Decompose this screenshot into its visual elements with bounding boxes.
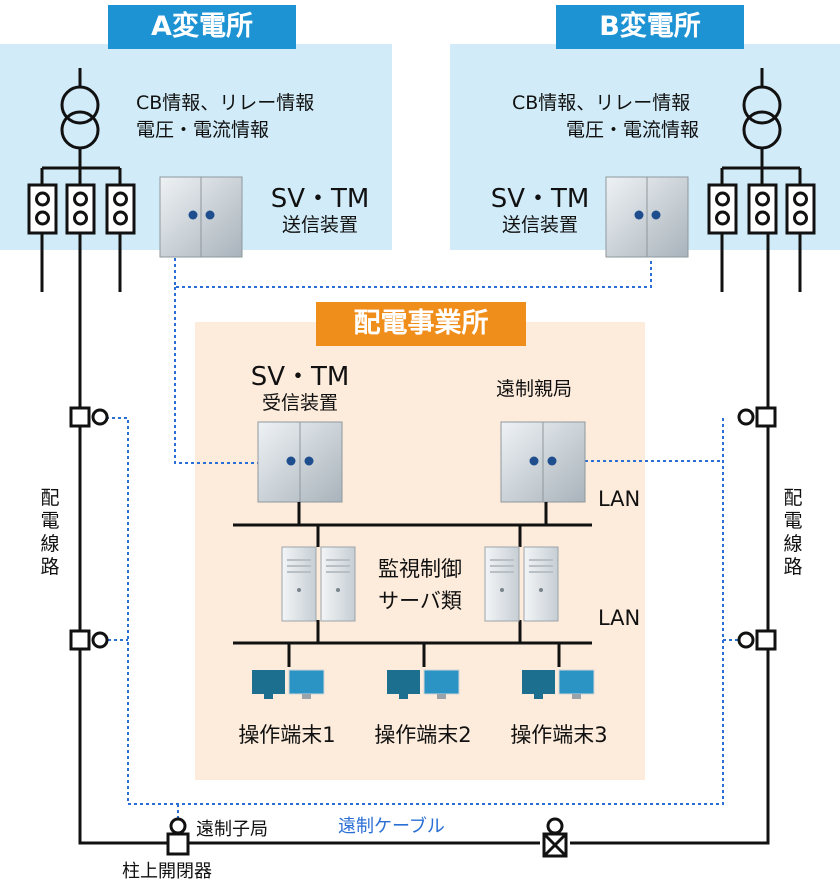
remote-slave-label: 遠制子局	[196, 819, 268, 840]
relay-icon	[27, 183, 136, 235]
server-icon	[281, 546, 356, 622]
monitor-icon	[387, 669, 460, 699]
distribution-line-left-label: 配電線路	[40, 487, 60, 578]
substation-a-info-line1: CB情報、リレー情報	[136, 92, 315, 114]
receiver-line2: 受信装置	[261, 392, 338, 414]
receiver-line1: SV・TM	[250, 362, 350, 392]
cabinet-icon	[500, 421, 586, 503]
servers-line2: サーバ類	[378, 589, 462, 613]
lan-lines	[233, 502, 592, 667]
distribution-lines	[78, 233, 770, 845]
terminal-2-label: 操作端末2	[374, 723, 472, 747]
monitor-icon	[522, 669, 595, 699]
remote-master-label: 遠制親局	[496, 378, 573, 400]
substation-b-info-line2: 電圧・電流情報	[566, 119, 700, 141]
lan-top-label: LAN	[598, 487, 641, 511]
cabinet-icon	[257, 421, 343, 503]
substation-a-transformer	[40, 68, 122, 292]
switch-icon	[69, 406, 777, 858]
terminal-3-label: 操作端末3	[510, 723, 608, 747]
substation-a-info-line2: 電圧・電流情報	[136, 119, 270, 141]
pole-switch-label: 柱上開閉器	[122, 861, 212, 882]
remote-cable-label: 遠制ケーブル	[338, 816, 445, 837]
terminal-1-label: 操作端末1	[238, 723, 336, 747]
office-area	[195, 322, 645, 780]
substation-a-device-line2: 送信装置	[281, 214, 358, 236]
substation-a-device-line1: SV・TM	[270, 184, 370, 214]
server-icon	[484, 546, 559, 622]
substation-b-transformer	[720, 68, 802, 292]
lan-bottom-label: LAN	[598, 606, 641, 630]
servers-line1: 監視制御	[378, 557, 462, 581]
office-title: 配電事業所	[316, 302, 526, 346]
cabinet-icon	[159, 176, 243, 258]
monitor-icon	[252, 669, 325, 699]
substation-b-info-line1: CB情報、リレー情報	[512, 92, 691, 114]
cabinet-icon	[605, 176, 689, 258]
substation-b-title: B変電所	[556, 5, 744, 49]
substation-b-device-line2: 送信装置	[501, 214, 578, 236]
substation-b-device-line1: SV・TM	[490, 184, 590, 214]
relay-icon	[707, 183, 816, 235]
distribution-line-right-label: 配電線路	[783, 487, 803, 578]
substation-a-title: A変電所	[108, 5, 296, 49]
